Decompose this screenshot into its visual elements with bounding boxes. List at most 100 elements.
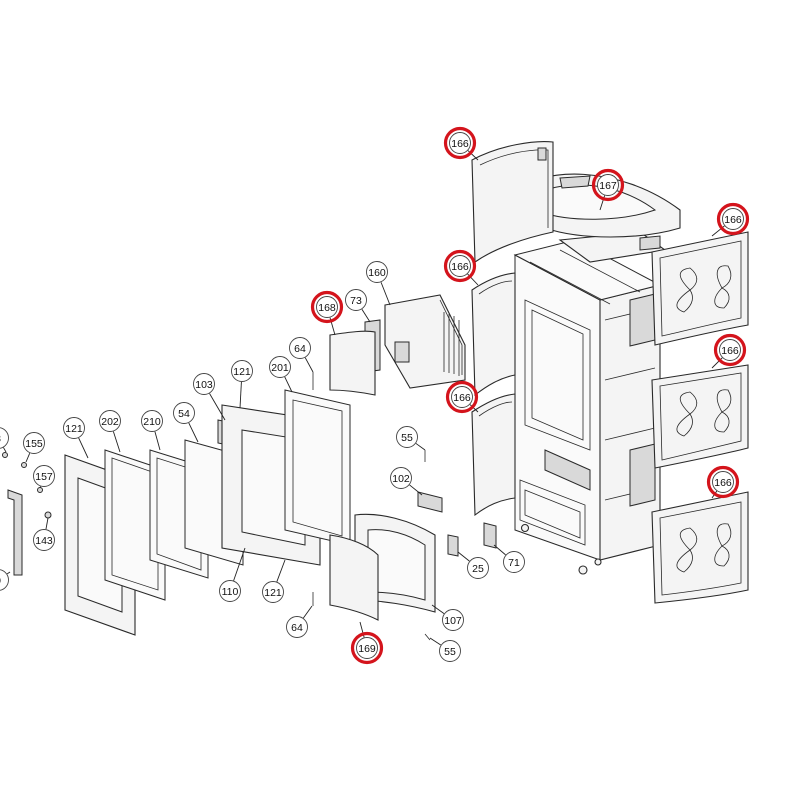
callout-64: 64	[289, 337, 314, 373]
callout-bubble	[262, 581, 284, 603]
callout-leader-line	[493, 544, 506, 556]
callout-label: 166	[451, 261, 469, 273]
highlight-ring	[310, 290, 344, 324]
part-201-gasket	[284, 389, 351, 546]
callout-layer: 1661671661661661661661681691607364201121…	[0, 126, 750, 665]
callout-label: 121	[233, 366, 251, 378]
callout-55: 55	[396, 426, 426, 451]
callout-label: 110	[222, 586, 239, 598]
callout-bubble	[0, 427, 9, 449]
callout-label: 71	[508, 557, 520, 569]
callout-166: 166	[443, 249, 479, 286]
callout-leader-line	[457, 551, 470, 562]
callout-bubble	[449, 132, 471, 154]
callout-label: 103	[195, 379, 213, 391]
callout-leader-line	[415, 443, 426, 451]
callout-leader-line	[78, 437, 89, 459]
side-panel-right-bottom	[651, 491, 749, 604]
highlight-ring	[445, 380, 479, 414]
callout-label: 210	[143, 416, 161, 428]
callout-bubble	[439, 640, 461, 662]
callout-bubble	[390, 467, 412, 489]
callout-label: 55	[401, 432, 413, 444]
callout-leader-line	[154, 431, 161, 451]
callout-bubble	[719, 339, 741, 361]
callout-bubble	[33, 465, 55, 487]
side-panel-left-middle	[471, 272, 516, 397]
callout-bubble	[0, 569, 9, 591]
callout-leader-line	[3, 447, 7, 453]
callout-bubble	[99, 410, 121, 432]
part-160-grille	[384, 294, 466, 389]
callout-bubble	[345, 289, 367, 311]
callout-label: 202	[101, 416, 119, 428]
callout-110: 110	[219, 547, 246, 602]
part-168-cover	[329, 330, 376, 396]
callout-bubble	[231, 360, 253, 382]
callout-64: 64	[286, 605, 313, 638]
callout-label: 121	[264, 587, 282, 599]
side-panel-right-middle	[651, 364, 749, 469]
callout-168: 168	[310, 290, 344, 336]
callout-leader-line	[39, 486, 41, 489]
callout-label: 64	[291, 622, 303, 634]
callout-leader-line	[6, 571, 11, 575]
callout-label: 25	[472, 563, 484, 575]
callout-label: 102	[392, 473, 410, 485]
callout-label: 166	[714, 477, 732, 489]
callout-leader-line	[209, 393, 226, 421]
callout-leader-line	[25, 452, 31, 463]
callout-155: 155	[23, 432, 45, 463]
callout-bubble	[141, 410, 163, 432]
callout-8: 8	[0, 427, 9, 453]
callout-bubble	[63, 417, 85, 439]
callout-leader-line	[303, 605, 313, 619]
callout-leader-line	[361, 309, 371, 323]
callout-label: 64	[294, 343, 306, 355]
callout-label: 166	[724, 214, 742, 226]
callout-label: 0	[0, 575, 1, 587]
callout-bubble	[396, 426, 418, 448]
part-169-door-cover	[329, 534, 379, 621]
callout-bubble	[467, 557, 489, 579]
callout-0: 0	[0, 569, 11, 591]
callout-leader-line	[239, 381, 242, 409]
callout-166: 166	[711, 333, 747, 369]
callout-121: 121	[262, 559, 286, 603]
callout-54: 54	[173, 402, 199, 443]
callout-bubble	[219, 580, 241, 602]
small-hardware	[2, 450, 497, 641]
callout-leader-line	[188, 422, 199, 443]
highlight-ring	[716, 202, 750, 236]
callout-leader-line	[380, 282, 391, 306]
side-panel-right-top	[651, 231, 749, 346]
callout-bubble	[33, 529, 55, 551]
callout-bubble	[722, 208, 744, 230]
callout-210: 210	[141, 410, 163, 451]
callout-160: 160	[366, 261, 391, 306]
callout-bubble	[451, 386, 473, 408]
callout-leader-line	[429, 637, 442, 646]
callout-71: 71	[493, 544, 525, 573]
callout-label: 55	[444, 646, 456, 658]
highlight-ring	[443, 126, 477, 160]
callout-leader-line	[112, 431, 121, 453]
callout-169: 169	[350, 621, 384, 665]
callout-73: 73	[345, 289, 371, 323]
callout-leader-line	[431, 604, 445, 614]
callout-leader-line	[469, 404, 479, 413]
callout-leader-line	[45, 517, 49, 530]
callout-label: 201	[271, 362, 289, 374]
callout-157: 157	[33, 465, 55, 489]
callout-25: 25	[457, 551, 489, 579]
callout-bubble	[597, 174, 619, 196]
callout-bubble	[449, 255, 471, 277]
callout-bubble	[442, 609, 464, 631]
highlight-ring	[706, 465, 740, 499]
callout-label: 169	[358, 643, 376, 655]
callout-167: 167	[591, 168, 625, 211]
callout-103: 103	[193, 373, 226, 421]
panel-leaf-ornaments	[676, 265, 732, 573]
callout-label: 54	[178, 408, 190, 420]
